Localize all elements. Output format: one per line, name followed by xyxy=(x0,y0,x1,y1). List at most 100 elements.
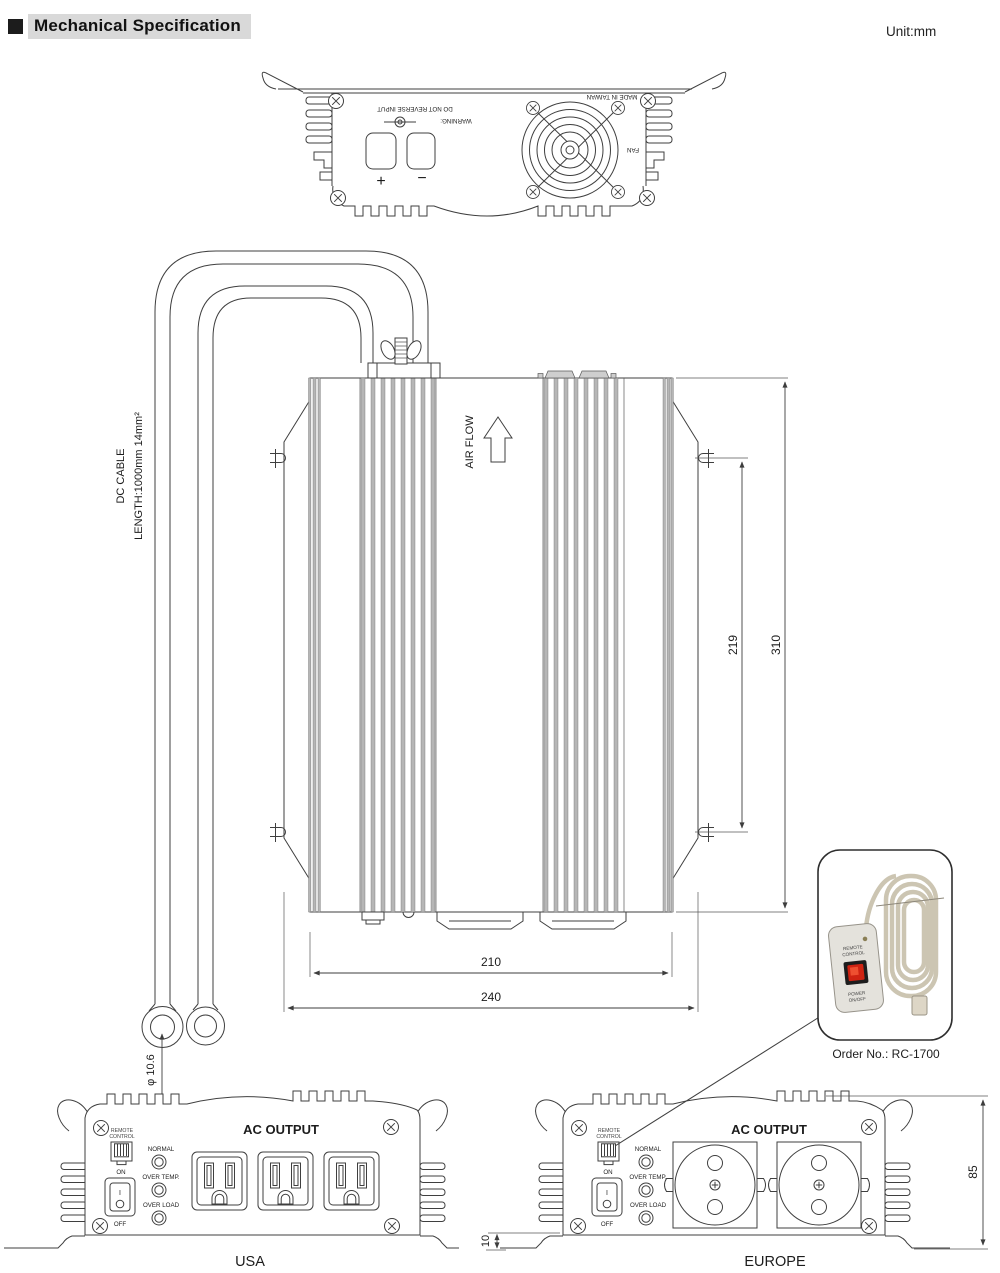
dim-10: 10 xyxy=(480,1235,492,1247)
europe-front-view: REMOTE CONTROL ON I OFF NORMAL OVER TEMP… xyxy=(480,1090,988,1270)
remote-power-label-line1: POWER xyxy=(848,990,866,997)
rear-screw-icon xyxy=(640,93,656,109)
panel-screw-icon xyxy=(571,1120,587,1136)
switch-on-marking: I xyxy=(119,1190,121,1197)
usa-front-view: REMOTE CONTROL ON I OFF NORMAL OVER TEMP… xyxy=(4,1090,459,1270)
dim-219: 219 xyxy=(726,635,740,655)
rear-top-view: + − DO NOT REVERSE INPUT WARNING: MADE I… xyxy=(261,71,727,217)
rear-right-bracket xyxy=(684,71,727,93)
fan-grill xyxy=(521,101,625,199)
warning-text-line2: DO NOT REVERSE INPUT xyxy=(377,105,453,112)
dc-cable-label-line1: DC CABLE xyxy=(115,448,127,503)
dim-310: 310 xyxy=(769,635,783,655)
fan-screw-icon xyxy=(526,101,540,115)
normal-led xyxy=(151,1154,167,1170)
off-label: OFF xyxy=(114,1221,127,1228)
plus-terminal-label: + xyxy=(376,173,385,190)
extrusion-tab xyxy=(578,370,610,379)
over-temp-led xyxy=(638,1182,654,1198)
usa-caption: USA xyxy=(235,1254,265,1270)
wing-nut xyxy=(380,340,396,360)
fan-label: FAN xyxy=(627,146,639,153)
led-label: NORMAL xyxy=(148,1146,175,1153)
remote-control-unit[interactable]: REMOTE CONTROL POWER ON/OFF xyxy=(828,923,885,1014)
remote-label-line2: CONTROL xyxy=(842,950,865,957)
bracket-hook xyxy=(881,1099,913,1132)
section-bullet-icon xyxy=(8,19,23,34)
usa-left-fins xyxy=(60,1162,88,1222)
ac-output-label: AC OUTPUT xyxy=(243,1122,319,1137)
order-number-label: Order No.: RC-1700 xyxy=(832,1047,940,1061)
remote-control-callout: REMOTE CONTROL POWER ON/OFF Order No.: R… xyxy=(817,849,953,1061)
europe-caption: EUROPE xyxy=(744,1254,806,1270)
remote-led xyxy=(862,936,868,942)
led-label: OVER LOAD xyxy=(143,1202,180,1209)
over-load-led xyxy=(638,1210,654,1226)
rear-screw-icon xyxy=(639,190,655,206)
dc-cable-label-line2: LENGTH:1000mm 14mm² xyxy=(133,412,145,540)
remote-label-line1: REMOTE xyxy=(843,944,863,951)
remote-control-label-line2: CONTROL xyxy=(109,1134,134,1140)
switch-on-marking: I xyxy=(606,1190,608,1197)
bracket-hook xyxy=(535,1099,567,1132)
rear-right-fins xyxy=(645,96,673,181)
dim-210: 210 xyxy=(481,955,501,969)
on-label: ON xyxy=(116,1169,125,1176)
mounting-foot xyxy=(4,1235,85,1249)
inverter-body xyxy=(309,377,673,913)
rear-screw-icon xyxy=(328,93,344,109)
warning-text-line1: WARNING: xyxy=(440,117,472,124)
section-header: Mechanical Specification xyxy=(8,14,251,39)
remote-cable-coil xyxy=(863,873,945,1016)
unit-label: Unit:mm xyxy=(886,24,937,39)
panel-screw-icon xyxy=(384,1218,400,1234)
remote-control-label-line2: CONTROL xyxy=(596,1134,621,1140)
remote-leader-line xyxy=(614,1015,822,1147)
section-title: Mechanical Specification xyxy=(28,14,251,39)
over-temp-led xyxy=(151,1182,167,1198)
rear-left-bracket xyxy=(261,71,304,93)
bracket-hook xyxy=(57,1099,89,1132)
europe-right-fins xyxy=(884,1162,911,1222)
usa-right-fins xyxy=(419,1162,446,1222)
ring-lug xyxy=(186,1003,225,1046)
extrusion-tab xyxy=(537,373,544,379)
led-label: NORMAL xyxy=(635,1146,662,1153)
fan-screw-icon xyxy=(611,185,625,199)
dc-terminals: + − xyxy=(365,132,436,190)
europe-left-fins xyxy=(538,1162,566,1222)
power-button-highlight xyxy=(849,966,859,976)
panel-screw-icon xyxy=(570,1218,586,1234)
led-label: OVER TEMP. xyxy=(142,1174,180,1181)
panel-screw-icon xyxy=(93,1120,109,1136)
airflow-label: AIR FLOW xyxy=(464,415,476,469)
main-top-view: AIR FLOW xyxy=(270,337,714,930)
ground-screw-icon xyxy=(394,116,406,128)
left-flange xyxy=(283,399,311,881)
wing-nut xyxy=(406,340,422,360)
rear-left-fins xyxy=(305,96,333,181)
made-in-label: MADE IN TAIWAN xyxy=(587,93,638,100)
bottom-connectors xyxy=(361,911,627,930)
mounting-foot xyxy=(420,1235,459,1249)
panel-screw-icon xyxy=(861,1218,877,1234)
europe-panel xyxy=(562,1090,886,1236)
dc-terminal-block xyxy=(367,337,441,379)
panel-screw-icon xyxy=(92,1218,108,1234)
mounting-foot xyxy=(885,1235,950,1249)
remote-control-label-line1: REMOTE xyxy=(111,1128,134,1134)
led-label: OVER LOAD xyxy=(630,1202,667,1209)
mounting-foot xyxy=(500,1235,563,1249)
rear-screw-icon xyxy=(330,190,346,206)
panel-screw-icon xyxy=(383,1119,399,1135)
fan-screw-icon xyxy=(526,185,540,199)
dim-240: 240 xyxy=(481,990,501,1004)
dim-85: 85 xyxy=(966,1165,980,1179)
dimension-annotations: 219 310 210 240 xyxy=(283,377,788,1012)
right-flange xyxy=(671,399,699,881)
mounting-slot xyxy=(270,449,714,842)
led-label: OVER TEMP. xyxy=(629,1174,667,1181)
rj-plug xyxy=(911,995,928,1016)
